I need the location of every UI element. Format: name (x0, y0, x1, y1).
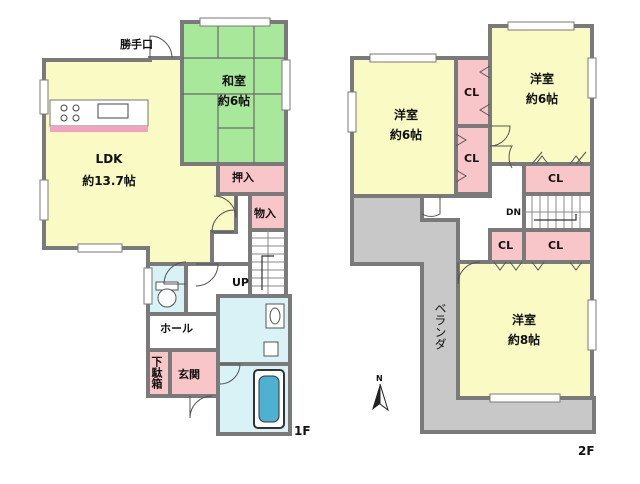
yoshitsu-right-room (488, 24, 594, 166)
monoire-room (248, 192, 288, 232)
compass-north-label: N (376, 374, 383, 383)
closet-e (522, 228, 594, 264)
ldk-name-label: LDK (95, 152, 123, 166)
katteguchi-label: 勝手口 (120, 38, 153, 51)
closet-d-label: CL (498, 239, 514, 252)
balcony-label: ベランダ (433, 302, 447, 350)
kitchen-counter (49, 99, 149, 132)
dn-arrow (534, 214, 577, 221)
hall-room (146, 312, 220, 352)
yoshitsu-right-name: 洋室 (529, 72, 554, 86)
hall-label: ホール (160, 322, 193, 335)
getabako-label: 下駄箱 (150, 356, 163, 389)
closet-c-label: CL (548, 172, 564, 185)
up-arrow (261, 255, 274, 290)
monoire-label: 物入 (254, 207, 276, 220)
oshiire-label: 押入 (232, 171, 254, 184)
yoshitsu-left-name: 洋室 (393, 108, 418, 122)
stair-treads-2f (524, 196, 592, 228)
dn-label: DN (506, 208, 522, 218)
closet-e-label: CL (548, 239, 564, 252)
bathtub-fixture (253, 369, 285, 429)
yoshitsu-left-size: 約6帖 (389, 128, 423, 142)
compass-icon (372, 383, 389, 412)
oshiire-room (216, 162, 288, 196)
washitsu-name-label: 和室 (221, 74, 246, 88)
closet-b-label: CL (464, 152, 480, 165)
closet-door-marks (455, 65, 583, 271)
ldk-size-label: 約13.7帖 (82, 174, 136, 188)
yoshitsu-left-room (350, 56, 458, 198)
washitsu-room (180, 20, 288, 166)
up-label: UP (232, 276, 249, 289)
toilet-fixture (155, 281, 179, 308)
yoshitsu-big-room (456, 260, 594, 400)
yoshitsu-right-size: 約6帖 (525, 92, 559, 106)
windows (39, 17, 597, 403)
yoshitsu-big-size: 約8帖 (507, 333, 541, 347)
yoshitsu-big-name: 洋室 (511, 313, 536, 327)
genkan-label: 玄関 (178, 368, 200, 381)
floor-2-label: 2F (578, 444, 595, 458)
washbasin-fixture (263, 303, 285, 357)
tatami-lines (182, 22, 286, 164)
floor-1-label: 1F (294, 424, 311, 438)
door-swings (149, 35, 587, 419)
stair-treads-1f (252, 230, 284, 296)
closet-a-label: CL (464, 86, 480, 99)
washitsu-size-label: 約6帖 (217, 94, 251, 108)
